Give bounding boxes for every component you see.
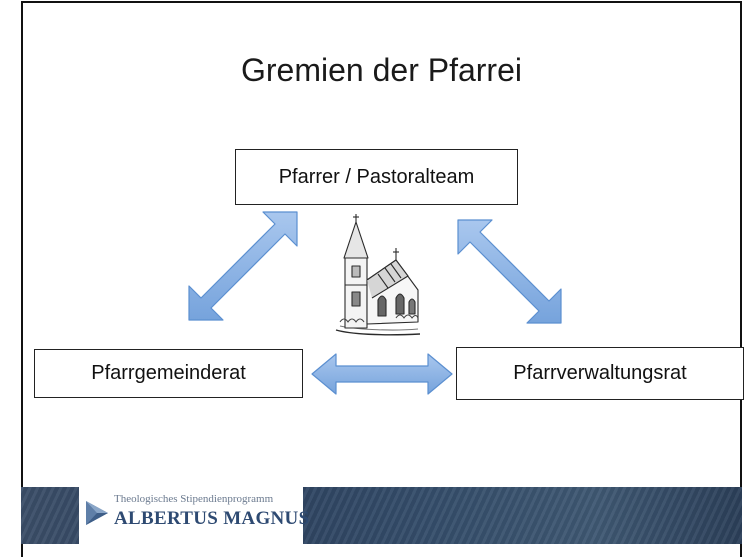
slide-frame xyxy=(21,1,742,557)
arrow-pfarrgemeinderat-pfarrverwaltungsrat xyxy=(311,353,453,395)
pfarrgemeinderat-box: Pfarrgemeinderat xyxy=(34,349,303,398)
pfarrer-box: Pfarrer / Pastoralteam xyxy=(235,149,518,205)
pfarrer-label: Pfarrer / Pastoralteam xyxy=(278,165,475,188)
albertus-magnus-logo-icon xyxy=(86,501,108,525)
slide-title: Gremien der Pfarrei xyxy=(241,52,522,88)
logo-subtitle: Theologisches Stipendienprogramm xyxy=(114,493,274,505)
pfarrverwaltungsrat-label: Pfarrverwaltungsrat xyxy=(513,362,687,384)
arrow-pfarrer-pfarrgemeinderat xyxy=(188,211,298,321)
church-illustration xyxy=(335,214,421,336)
arrow-pfarrer-pfarrverwaltungsrat xyxy=(457,219,562,324)
pfarrgemeinderat-label: Pfarrgemeinderat xyxy=(91,362,246,384)
pfarrverwaltungsrat-box: Pfarrverwaltungsrat xyxy=(456,347,744,400)
logo-name: ALBERTUS MAGNUS xyxy=(114,508,310,529)
albertus-magnus-logo: Theologisches Stipendienprogramm ALBERTU… xyxy=(79,487,309,544)
